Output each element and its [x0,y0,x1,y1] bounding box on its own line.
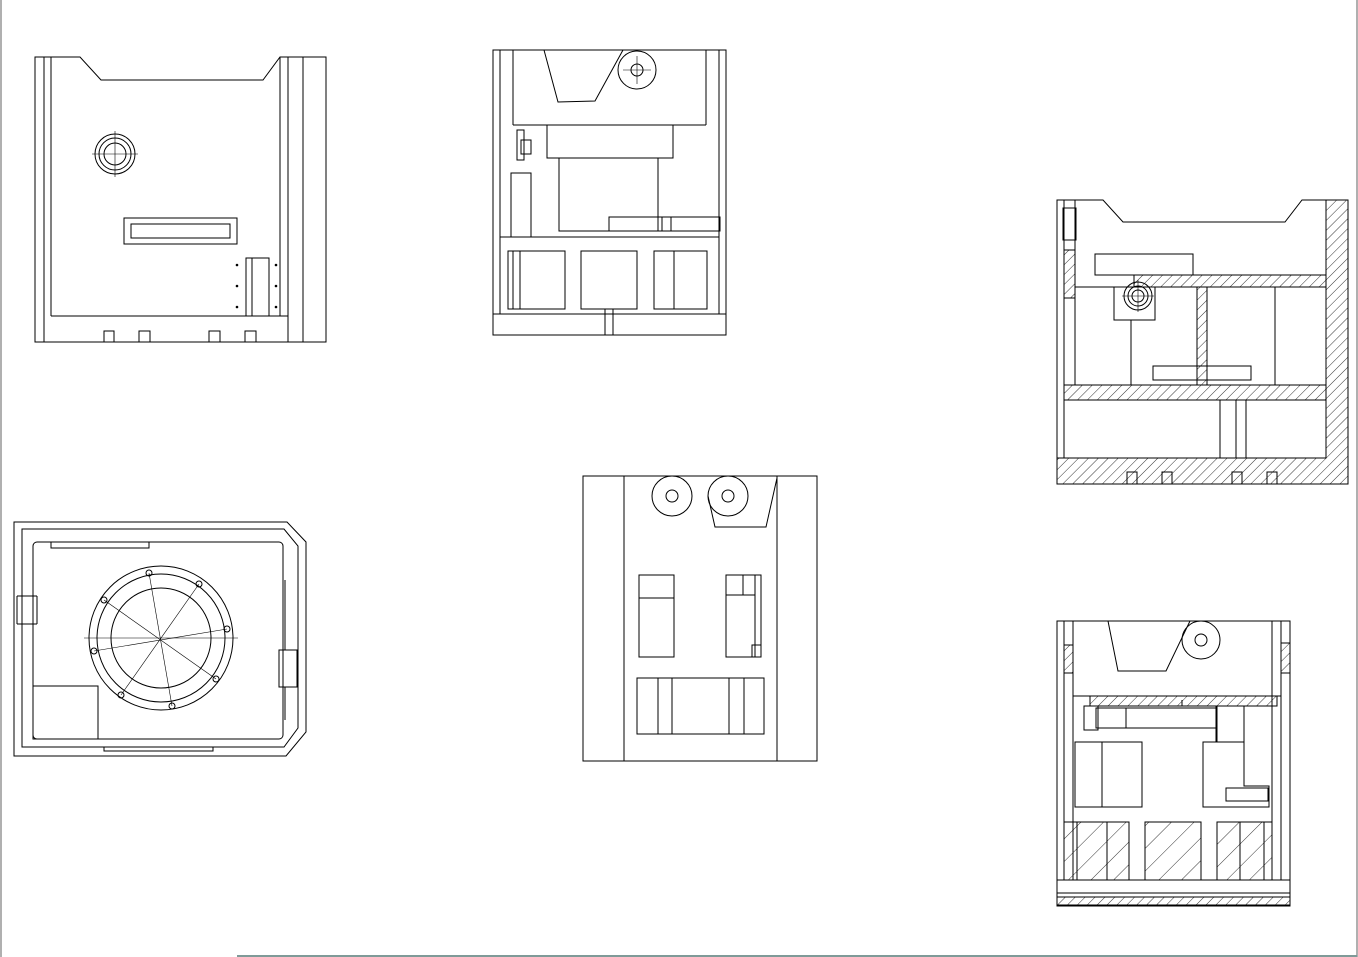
sheet-bottom-rule [237,955,1357,957]
view-top-left [34,56,327,343]
view-bottom-middle [582,475,818,762]
view-top-middle [492,49,727,336]
view-right-section-top [1056,199,1349,485]
speaker-icon [84,565,238,711]
view-right-section-bottom [1056,620,1291,907]
view-bottom-left [13,521,307,757]
knob-icon [92,131,138,177]
